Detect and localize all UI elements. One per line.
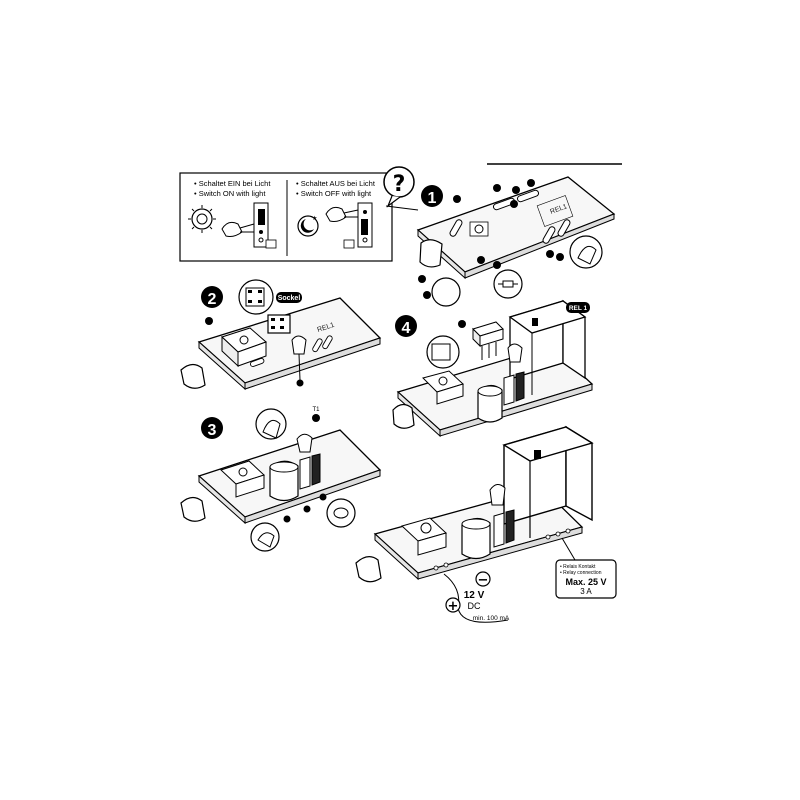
voltage-label: 12 V <box>464 590 485 601</box>
t1-label: T1 <box>312 407 320 413</box>
step-2-number: 2 <box>208 291 217 308</box>
help-symbol: ? <box>393 172 406 197</box>
ldr-on-icon <box>221 221 255 237</box>
legend-off-de: • Schaltet AUS bei Licht <box>296 179 376 188</box>
legend-on-de: • Schaltet EIN bei Licht <box>194 179 271 188</box>
relay-contact-de: • Relais Kontakt <box>560 564 596 570</box>
help-bubble: ? <box>383 166 419 211</box>
moon-icon: ★ <box>297 215 319 237</box>
svg-text:★: ★ <box>312 215 317 222</box>
step-3-badge: 3 <box>201 417 223 439</box>
step-1-badge: 1 <box>421 185 443 207</box>
minus-terminal-icon <box>475 571 491 587</box>
relay-contact-en: • Relay connection <box>560 570 602 576</box>
step-1-board: REL1 <box>416 176 616 307</box>
plus-sign: + <box>448 599 459 614</box>
step-4-board: REL 1 <box>392 299 594 438</box>
plus-terminal-icon <box>445 597 461 613</box>
step-3-number: 3 <box>208 422 217 439</box>
step-1-number: 1 <box>428 190 437 207</box>
minus-sign: − <box>478 573 489 588</box>
legend-box: • Schaltet EIN bei Licht • Switch ON wit… <box>179 172 393 262</box>
dc-label: DC <box>468 601 481 611</box>
socket-label: Sockel <box>278 295 301 302</box>
step-4-number: 4 <box>402 320 411 337</box>
step-2-board: REL1 Sockel <box>180 279 382 391</box>
step-2-badge: 2 <box>201 286 223 308</box>
jumper-on-icon <box>253 202 277 249</box>
legend-on-en: • Switch ON with light <box>194 189 266 198</box>
legend-off-en: • Switch OFF with light <box>296 189 372 198</box>
ldr-off-icon <box>325 206 359 222</box>
power-callout: + − 12 V DC min. 100 mA <box>443 571 510 623</box>
jumper-off-icon <box>343 202 373 249</box>
step-3-board: T1 <box>180 407 382 552</box>
min-current-label: min. 100 mA <box>473 615 510 622</box>
relay-connection-box: • Relais Kontakt • Relay connection Max.… <box>555 537 617 599</box>
relay-max-current: 3 A <box>580 587 592 596</box>
sun-icon <box>188 205 216 233</box>
final-board <box>355 425 594 583</box>
step-4-badge: 4 <box>395 315 417 337</box>
relay-max-voltage: Max. 25 V <box>565 577 606 587</box>
rel1-tag: REL 1 <box>569 305 588 312</box>
